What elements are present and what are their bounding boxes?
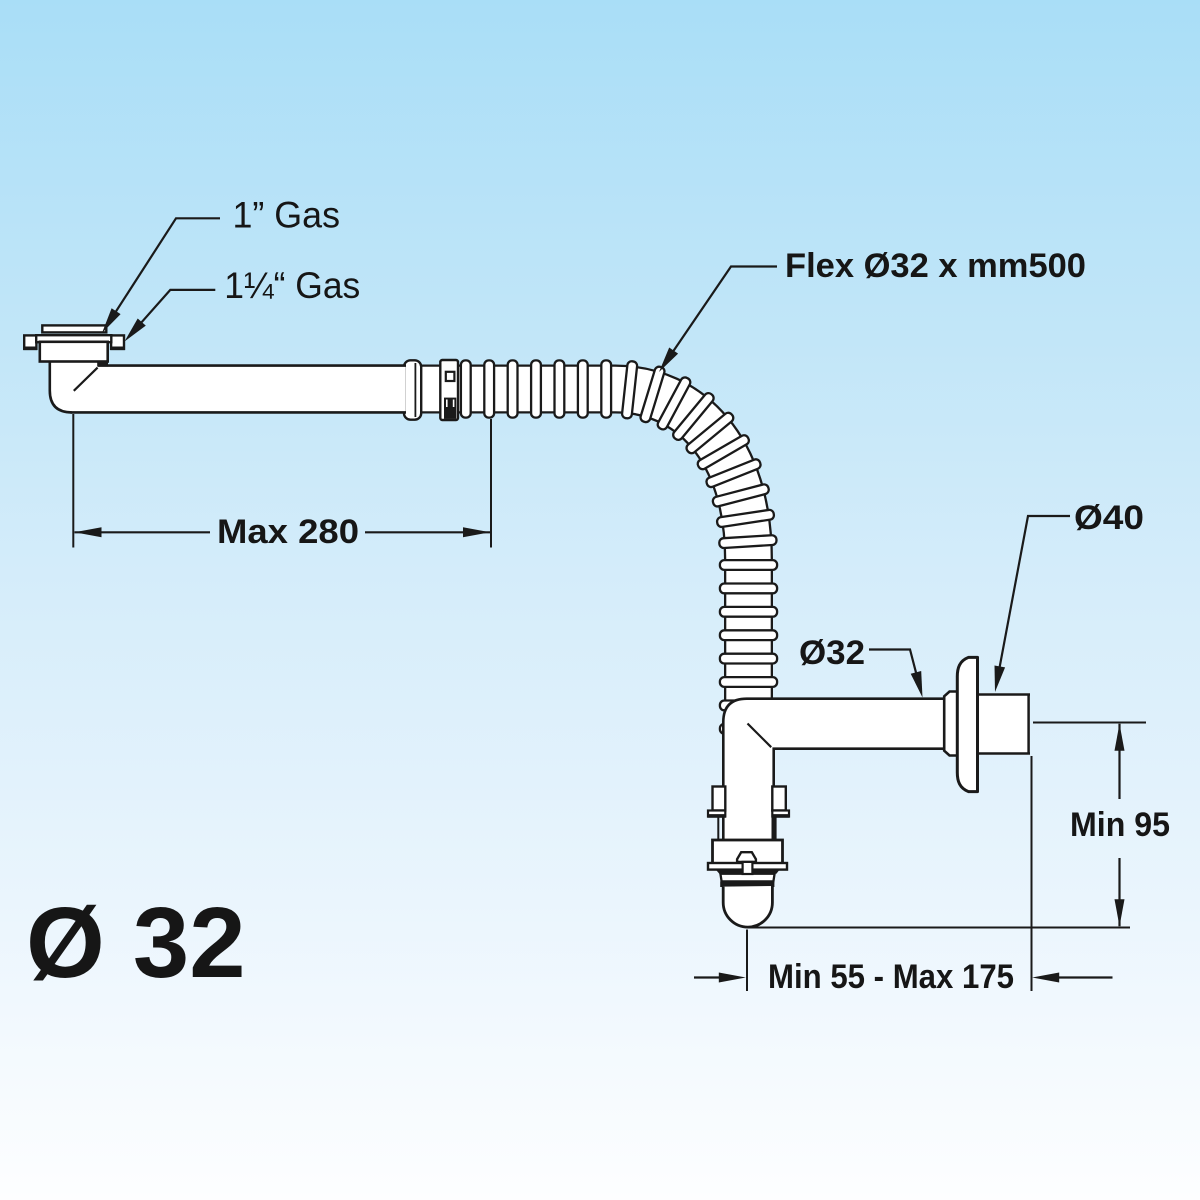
bottle-trap <box>706 785 791 929</box>
flex-hose <box>402 358 779 757</box>
dimension-max-280: Max 280 <box>72 414 492 551</box>
dimension-min-95-label: Min 95 <box>1070 806 1170 844</box>
sink-drain-fitting <box>23 324 126 367</box>
dimension-min-55-max-175-label: Min 55 - Max 175 <box>768 958 1014 996</box>
callout-diameter-40-label: Ø40 <box>1074 499 1144 537</box>
callout-diameter-40: Ø40 <box>994 499 1144 692</box>
wall-connection <box>942 655 1030 794</box>
dimension-min-95: Min 95 <box>748 721 1170 929</box>
callout-diameter-32-label: Ø32 <box>799 634 865 672</box>
dimension-max-280-label: Max 280 <box>217 513 359 551</box>
dimension-min-55-max-175: Min 55 - Max 175 <box>694 756 1113 996</box>
callout-gas-1-quarter: 1¼“ Gas <box>124 265 360 342</box>
product-size-label: Ø 32 <box>26 887 246 999</box>
tailpipe-horizontal <box>48 360 406 414</box>
callout-gas-1-label: 1” Gas <box>233 195 341 236</box>
callout-flex-label: Flex Ø32 x mm500 <box>785 247 1086 285</box>
callout-gas-1-quarter-label: 1¼“ Gas <box>224 265 360 306</box>
callout-gas-1: 1” Gas <box>102 195 341 333</box>
callout-flex: Flex Ø32 x mm500 <box>659 247 1086 372</box>
trap-elbow-outlet <box>722 697 947 843</box>
callout-diameter-32: Ø32 <box>799 634 923 698</box>
